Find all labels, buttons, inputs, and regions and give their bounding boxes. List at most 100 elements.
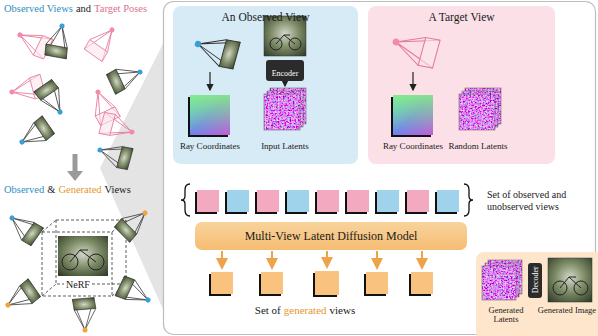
process-panel: [164, 2, 596, 335]
observed-view-art: [264, 94, 300, 130]
generated-tokens: [211, 272, 233, 294]
view-tokens: [257, 190, 279, 212]
box-title: An Observed View: [173, 11, 358, 24]
generated-tokens: [315, 271, 339, 295]
output-arrows: [376, 251, 378, 268]
target-view-art: [459, 94, 495, 130]
figure-label: generated: [284, 304, 327, 317]
item-label: Random Latents: [438, 142, 518, 152]
generated-tokens: [366, 272, 388, 294]
set-braces: [181, 184, 190, 216]
target-view-art: [393, 95, 433, 135]
model-label: Multi-View Latent Diffusion Model: [245, 229, 418, 244]
observed-view-art: [276, 35, 295, 44]
view-panel: An Observed ViewRay CoordinatesInput Lat…: [173, 6, 358, 164]
label-group: Observed ViewsandTarget Poses: [4, 3, 179, 15]
generated-output-art: [560, 277, 581, 288]
down-arrow: [67, 171, 83, 181]
camera-frustums: [114, 274, 156, 312]
observed-view-art: [190, 28, 242, 71]
encoder-block: Encoder: [266, 60, 305, 81]
view-tokens: [377, 190, 399, 212]
camera-frustums: [3, 207, 45, 247]
output-panel: Generated LatentsGenerated Image Decoder: [476, 252, 598, 336]
generated-output-art: [482, 266, 516, 300]
nerf-cube: [56, 220, 126, 284]
nerf-cube: [58, 236, 108, 276]
output-arrows: [271, 251, 273, 268]
camera-frustums: [106, 61, 147, 95]
output-arrows: [421, 251, 423, 268]
view-panel: A Target ViewRay CoordinatesRandom Laten…: [368, 6, 555, 164]
target-view-art: [388, 25, 442, 70]
camera-frustums: [7, 21, 146, 171]
item-label: Generated Image: [536, 306, 598, 315]
set-braces: [464, 184, 473, 216]
view-tokens: [287, 190, 309, 212]
generated-output-art: [482, 266, 516, 300]
nerf-cube: [70, 250, 96, 262]
view-tokens: [407, 190, 429, 212]
output-arrows: [326, 251, 328, 267]
view-tokens: [195, 190, 459, 214]
down-arrow: [67, 154, 83, 181]
observed-view-art: [190, 95, 230, 135]
camera-frustums: [0, 203, 156, 332]
figure-label: Set of: [255, 304, 281, 317]
set-braces: [181, 184, 473, 216]
nerf-cube: [42, 220, 126, 296]
figure-label: &: [47, 184, 55, 196]
observed-view-art: [264, 94, 300, 130]
figure-label: Observed: [4, 184, 44, 196]
figure-label: Observed Views: [4, 3, 73, 15]
figure-label: views: [330, 304, 356, 317]
generated-output-art: [548, 258, 592, 302]
camera-frustums: [94, 137, 135, 171]
camera-frustums: [43, 21, 75, 61]
target-view-art: [459, 94, 495, 130]
observed-view-art: [190, 95, 230, 135]
nerf-cube: [42, 220, 126, 296]
box-title: Generated Latents: [476, 306, 536, 325]
item-label: Ray Coordinates: [376, 142, 450, 152]
figure-label: Target Poses: [94, 3, 147, 15]
figure-label: NeRF: [64, 279, 92, 291]
view-tokens: [227, 190, 249, 212]
label-group: Set of observed and unobserved views: [487, 189, 593, 212]
camera-frustums: [113, 203, 155, 243]
target-view-art: [393, 95, 433, 135]
block-label: Decoder: [530, 266, 540, 293]
item-label: Ray Coordinates: [173, 142, 247, 152]
output-arrows: [221, 251, 223, 268]
decoder-block: Decoder: [528, 263, 542, 298]
box-title: A Target View: [368, 11, 555, 24]
camera-frustums: [72, 298, 95, 333]
nerf-cube: [42, 232, 112, 296]
camera-frustums: [83, 21, 123, 63]
camera-frustums: [0, 278, 41, 316]
item-label: Input Latents: [245, 142, 325, 152]
callout-wedge: [100, 30, 170, 325]
target-view-art: [412, 72, 413, 90]
figure-label: Views: [105, 184, 131, 196]
camera-frustums: [97, 111, 138, 145]
label-group: Observed&Generated Views: [4, 184, 169, 196]
figure-label: Generated: [58, 184, 101, 196]
generated-tokens: [411, 272, 433, 294]
label-group: NeRF: [64, 279, 104, 291]
figure-label: Set of observed and unobserved views: [487, 189, 593, 212]
model-bar: Multi-View Latent Diffusion Model: [195, 222, 467, 250]
generated-tokens: [261, 272, 283, 294]
block-label: Encoder: [272, 69, 299, 78]
observed-view-art: [209, 72, 210, 90]
down-arrow: [73, 154, 78, 172]
camera-frustums: [14, 115, 56, 153]
camera-frustums: [33, 79, 71, 121]
output-arrows: [222, 251, 422, 268]
generated-tokens: [209, 271, 433, 297]
view-tokens: [317, 190, 339, 212]
view-tokens: [197, 190, 219, 212]
label-group: Set ofgeneratedviews: [200, 304, 410, 317]
figure-label: and: [76, 3, 91, 15]
